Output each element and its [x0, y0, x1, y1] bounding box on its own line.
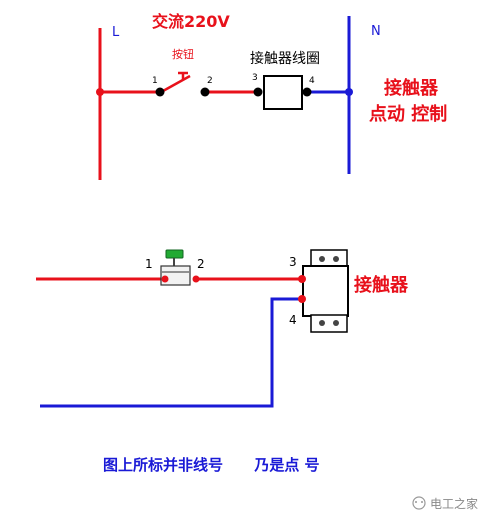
button-contact-blade	[162, 74, 191, 93]
push-button-cap	[165, 249, 184, 259]
watermark-text: 电工之家	[430, 496, 478, 511]
top-terminal-4-label: 4	[309, 76, 315, 86]
contactor-device	[302, 249, 349, 333]
top-terminal-1-label: 1	[152, 76, 158, 86]
top-terminal-3-label: 3	[252, 73, 258, 83]
contactor-body	[302, 265, 349, 317]
label-n: N	[371, 24, 381, 39]
bottom-neutral-wire	[40, 297, 303, 408]
contactor-bottom-cap	[310, 314, 348, 333]
bottom-terminal-4-label: 4	[289, 313, 297, 327]
contactor-coil	[263, 75, 303, 110]
title: 交流220V	[152, 12, 230, 31]
watermark: 电工之家	[412, 496, 478, 511]
contactor-top-screw-right	[333, 256, 339, 262]
terminal-dot-4	[302, 87, 312, 97]
terminal-dot-3	[253, 87, 263, 97]
bottom-terminal-2-label: 2	[197, 257, 205, 271]
contactor-terminal-dot-3	[298, 275, 306, 283]
bottom-terminal-3-label: 3	[289, 255, 297, 269]
push-button-device	[160, 249, 191, 286]
contactor-label: 接触器	[354, 274, 409, 296]
wechat-icon-inner2	[421, 501, 423, 503]
side-label-line2: 点动 控制	[369, 103, 447, 125]
junction-n	[345, 88, 353, 96]
label-l: L	[112, 25, 120, 40]
side-label-line1: 接触器	[384, 77, 439, 99]
bottom-terminal-1-label: 1	[145, 257, 153, 271]
contactor-top-screw-left	[319, 256, 325, 262]
caption-note: 图上所标并非线号 乃是点 号	[103, 456, 320, 474]
bottom-terminal-dot-1	[161, 275, 169, 283]
contactor-top-cap	[310, 249, 348, 268]
contactor-terminal-dot-4	[298, 295, 306, 303]
wechat-icon-inner	[415, 501, 417, 503]
junction-l	[96, 88, 104, 96]
terminal-dot-1	[155, 87, 165, 97]
terminal-dot-2	[200, 87, 210, 97]
contactor-bottom-screw-right	[333, 320, 339, 326]
coil-label: 接触器线圈	[250, 50, 320, 67]
button-label: 按钮	[172, 47, 194, 61]
contactor-bottom-screw-left	[319, 320, 325, 326]
wechat-icon	[412, 496, 426, 510]
top-terminal-2-label: 2	[207, 76, 213, 86]
bottom-terminal-dot-2	[192, 275, 200, 283]
